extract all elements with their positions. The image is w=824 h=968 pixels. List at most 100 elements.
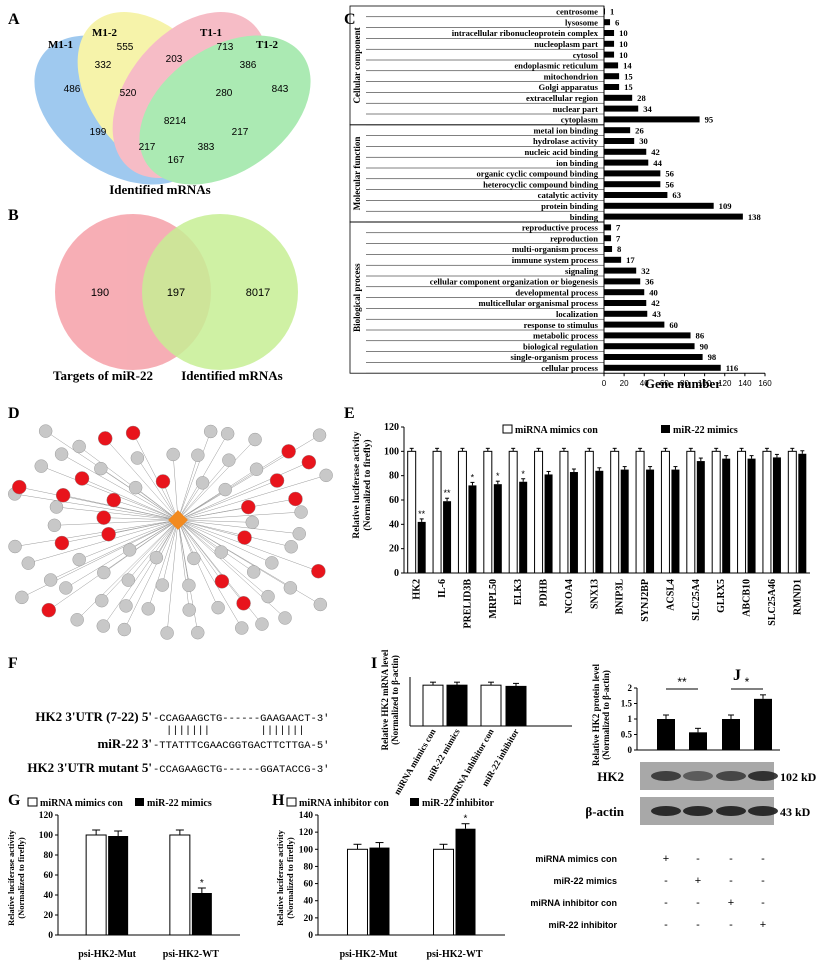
bar: [604, 343, 695, 350]
y-axis-label: (Normalized to β-actin): [390, 655, 400, 745]
panel-e: E Relative luciferase activity (Normaliz…: [344, 405, 810, 628]
bar: [604, 30, 615, 36]
venn-four-sets: [34, 12, 311, 185]
panel-i: I Relative HK2 mRNA level (Normalized to…: [371, 649, 572, 802]
target-node: [237, 530, 252, 545]
data-label: 86: [696, 331, 705, 341]
gene-node: [255, 617, 269, 631]
data-label: 42: [651, 298, 660, 308]
y-tick-label: 80: [389, 471, 399, 482]
network-edge: [48, 519, 179, 611]
legend-swatch-treat: [135, 798, 144, 806]
x-tick-label: 60: [660, 379, 669, 388]
condition-sign: -: [664, 897, 668, 909]
x-tick-label: 160: [758, 379, 772, 388]
gene-node: [121, 573, 136, 587]
bar-con: [169, 834, 191, 936]
term-label: biological regulation: [523, 341, 598, 351]
condition-label: miR-22 mimics: [553, 876, 617, 886]
data-label: 109: [719, 201, 732, 211]
gene-node: [261, 589, 275, 604]
network-edge: [124, 519, 179, 630]
bar: [604, 246, 613, 252]
condition-sign: +: [760, 919, 766, 931]
x-tick-label: psi-HK2-WT: [426, 949, 482, 960]
network-edge: [177, 455, 199, 521]
y-axis-label: (Normalized to firefly): [16, 837, 26, 919]
blot-size: 43 kD: [780, 805, 811, 819]
network-edge: [19, 486, 179, 521]
bar-con: [635, 450, 645, 574]
network-edge: [177, 434, 320, 521]
gene-node: [191, 625, 205, 640]
gene-node: [294, 505, 308, 519]
gene-node: [160, 626, 174, 640]
venn-count: 713: [217, 42, 234, 53]
venn-count: 197: [167, 287, 185, 299]
venn-count: 386: [240, 60, 257, 71]
term-label: binding: [570, 212, 599, 222]
gene-node: [117, 622, 132, 637]
data-label: 36: [645, 277, 654, 287]
significance-mark: **: [418, 509, 426, 519]
venn-count: 199: [90, 127, 107, 138]
venn-count: 190: [91, 287, 109, 299]
network-edge: [103, 517, 179, 521]
significance-mark: *: [521, 469, 525, 479]
panel-g: G miRNA mimics con miR-22 mimics Relativ…: [6, 792, 240, 960]
gene-node: [59, 581, 73, 595]
bar-con: [686, 450, 696, 574]
gene-node: [97, 565, 111, 580]
y-tick-label: 20: [44, 911, 54, 921]
significance-mark: *: [471, 472, 475, 482]
seq-hk2-utr: -CCAGAAGCTG------GAAGAACT-3': [153, 713, 329, 725]
y-tick-label: 100: [299, 845, 314, 855]
y-tick-label: 0.5: [621, 730, 633, 740]
gene-node: [70, 613, 84, 627]
network-edge: [113, 499, 179, 521]
gene-node: [187, 551, 201, 566]
condition-sign: -: [664, 919, 668, 931]
gene-node: [203, 424, 218, 439]
legend-swatch-con: [286, 797, 297, 807]
legend-label: miRNA inhibitor con: [299, 798, 389, 809]
seq-label: miR-22 3': [97, 736, 152, 751]
x-tick-label: BNIP3L: [615, 579, 626, 615]
bar-mimic: [417, 521, 426, 573]
x-tick-label: SYNJ2BP: [640, 579, 651, 622]
term-label: multicellular organismal process: [478, 298, 598, 308]
gene-node: [249, 462, 264, 476]
gene-node: [141, 602, 155, 616]
bar: [604, 138, 635, 144]
bar: [604, 181, 661, 188]
bar-treat: [108, 836, 129, 935]
target-node: [281, 444, 296, 459]
panel-letter-e: E: [344, 405, 355, 422]
term-label: nucleic acid binding: [524, 147, 598, 157]
bar: [722, 719, 740, 750]
y-tick-label: 0: [48, 931, 53, 941]
network-edge: [177, 519, 242, 629]
x-tick-label: 0: [602, 379, 607, 388]
bar: [604, 192, 668, 198]
bar-con: [432, 450, 442, 574]
gene-node: [284, 540, 298, 554]
target-node: [55, 488, 71, 503]
bar: [604, 224, 612, 231]
x-tick-label: PRELID3B: [462, 579, 473, 629]
bar: [446, 684, 468, 727]
network-edge: [147, 519, 179, 609]
y-tick-label: 1.5: [621, 699, 633, 709]
data-label: 90: [700, 341, 709, 351]
bar-con: [433, 848, 455, 936]
venn-label-t1-1: T1-1: [200, 27, 222, 39]
target-node: [155, 474, 171, 489]
significance-mark: **: [444, 488, 452, 498]
condition-sign: +: [728, 897, 734, 909]
network-edge: [177, 519, 219, 608]
x-tick-label: psi-HK2-WT: [163, 949, 219, 960]
bar-con: [346, 848, 368, 936]
y-tick-label: 20: [389, 544, 399, 555]
